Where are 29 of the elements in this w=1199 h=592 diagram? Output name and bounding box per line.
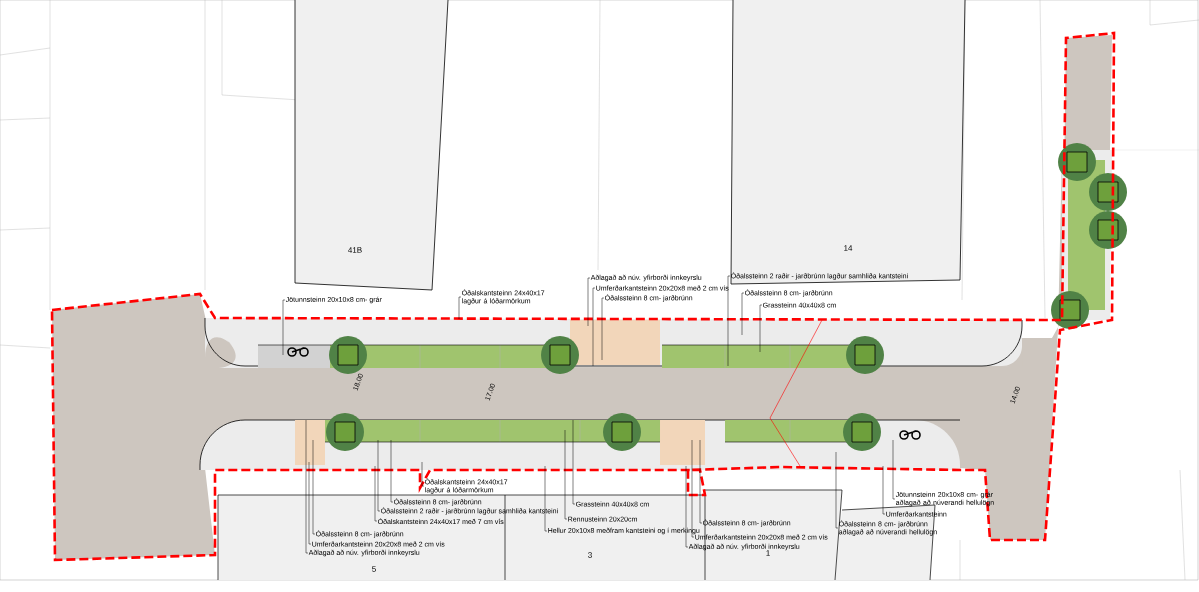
building-number: 5 <box>372 566 376 572</box>
leader-line <box>759 304 763 353</box>
leader-line <box>685 465 689 548</box>
leader-line <box>835 451 839 529</box>
leader-line <box>312 439 316 535</box>
leader-line <box>727 275 731 367</box>
leader-line <box>305 419 309 554</box>
leader-line <box>572 419 576 505</box>
leader-line <box>374 465 378 522</box>
leader-line <box>564 429 568 520</box>
building-number: 1 <box>766 550 770 556</box>
leader-line <box>691 439 695 538</box>
leader-line <box>882 465 886 515</box>
leader-line <box>587 277 591 327</box>
leader-line <box>421 461 425 487</box>
leader-line <box>741 292 745 336</box>
leader-line <box>282 299 286 356</box>
leader-line <box>390 439 394 503</box>
leader-line <box>892 439 896 500</box>
building-number: 14 <box>844 245 853 251</box>
leader-line <box>544 465 548 532</box>
leader-line <box>458 296 462 320</box>
leader-line <box>601 297 605 361</box>
building-number: 41B <box>348 247 362 253</box>
leader-line <box>377 439 381 512</box>
leader-line <box>699 439 703 524</box>
building-number: 3 <box>588 552 592 558</box>
leader-line <box>592 287 596 367</box>
leader-line <box>308 461 312 545</box>
